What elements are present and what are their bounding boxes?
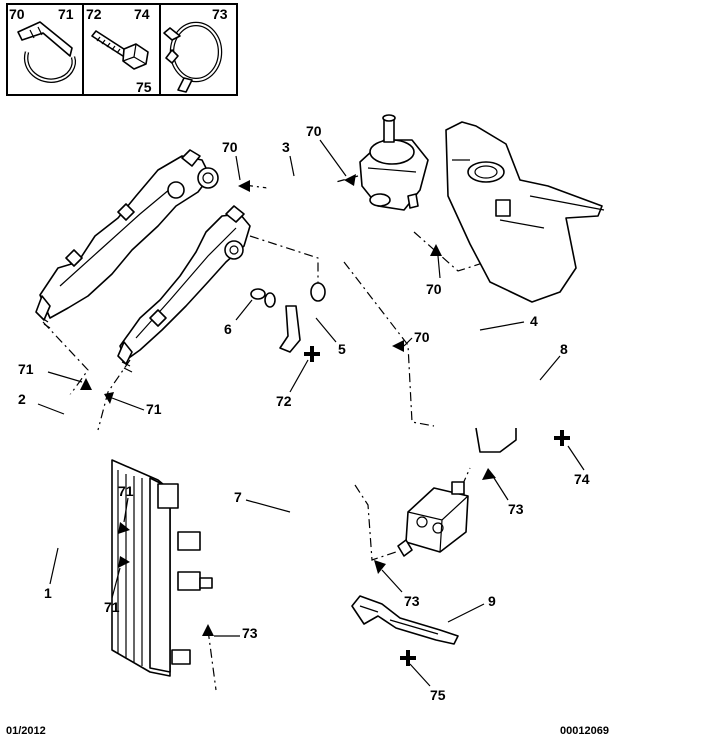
heat-exchanger (397, 481, 469, 557)
callouts: 70 3 70 70 70 4 6 5 72 71 2 71 8 74 73 7… (18, 123, 590, 703)
screw-icon (91, 30, 149, 70)
legend-ref-72: 72 (86, 6, 102, 22)
callout-73: 73 (404, 593, 420, 609)
hose-2 (22, 394, 110, 522)
callout-71: 71 (118, 483, 134, 499)
hose-clamp-icon (17, 21, 76, 83)
fastener-legend: 70 71 72 74 75 73 (6, 3, 238, 96)
expansion-tank (445, 121, 605, 303)
callout-70: 70 (306, 123, 322, 139)
footer-reference: 00012069 (560, 725, 609, 737)
callout-75: 75 (430, 687, 446, 703)
callout-71: 71 (18, 361, 34, 377)
water-outlet-housing-lower (117, 205, 251, 373)
pipe-5 (264, 282, 326, 353)
legend-ref-71: 71 (58, 6, 74, 22)
callout-4: 4 (530, 313, 538, 329)
legend-ref-75: 75 (136, 79, 152, 95)
callout-70: 70 (426, 281, 442, 297)
callout-71: 71 (146, 401, 162, 417)
callout-1: 1 (44, 585, 52, 601)
pipe-9 (351, 595, 459, 645)
legend-ref-73: 73 (212, 6, 228, 22)
hose-8 (435, 375, 599, 453)
callout-3: 3 (282, 139, 290, 155)
callout-6: 6 (224, 321, 232, 337)
clamp-arrows (80, 174, 496, 636)
thermostat-housing (359, 114, 429, 211)
callout-5: 5 (338, 341, 346, 357)
radiator (111, 459, 213, 677)
cross-fastener-icon (554, 430, 570, 446)
hose-3 (266, 173, 338, 192)
cross-fastener-icon (304, 346, 320, 362)
callout-2: 2 (18, 391, 26, 407)
callout-8: 8 (560, 341, 568, 357)
callout-70: 70 (222, 139, 238, 155)
callout-73: 73 (242, 625, 258, 641)
water-outlet-housing-upper (35, 149, 219, 329)
callout-73: 73 (508, 501, 524, 517)
callout-74: 74 (574, 471, 590, 487)
hose-1 (42, 430, 112, 554)
callout-leaders (37, 139, 585, 687)
hose-4 (378, 226, 480, 404)
cross-fastener-icon (400, 650, 416, 666)
spring-clip-icon (163, 21, 223, 93)
callout-71: 71 (104, 599, 120, 615)
hose-7 (220, 470, 342, 692)
callout-9: 9 (488, 593, 496, 609)
seal-6 (250, 288, 266, 300)
legend-ref-74: 74 (134, 6, 150, 22)
callout-70: 70 (414, 329, 430, 345)
footer-date: 01/2012 (6, 725, 46, 737)
callout-7: 7 (234, 489, 242, 505)
legend-ref-70: 70 (9, 6, 25, 22)
callout-72: 72 (276, 393, 292, 409)
